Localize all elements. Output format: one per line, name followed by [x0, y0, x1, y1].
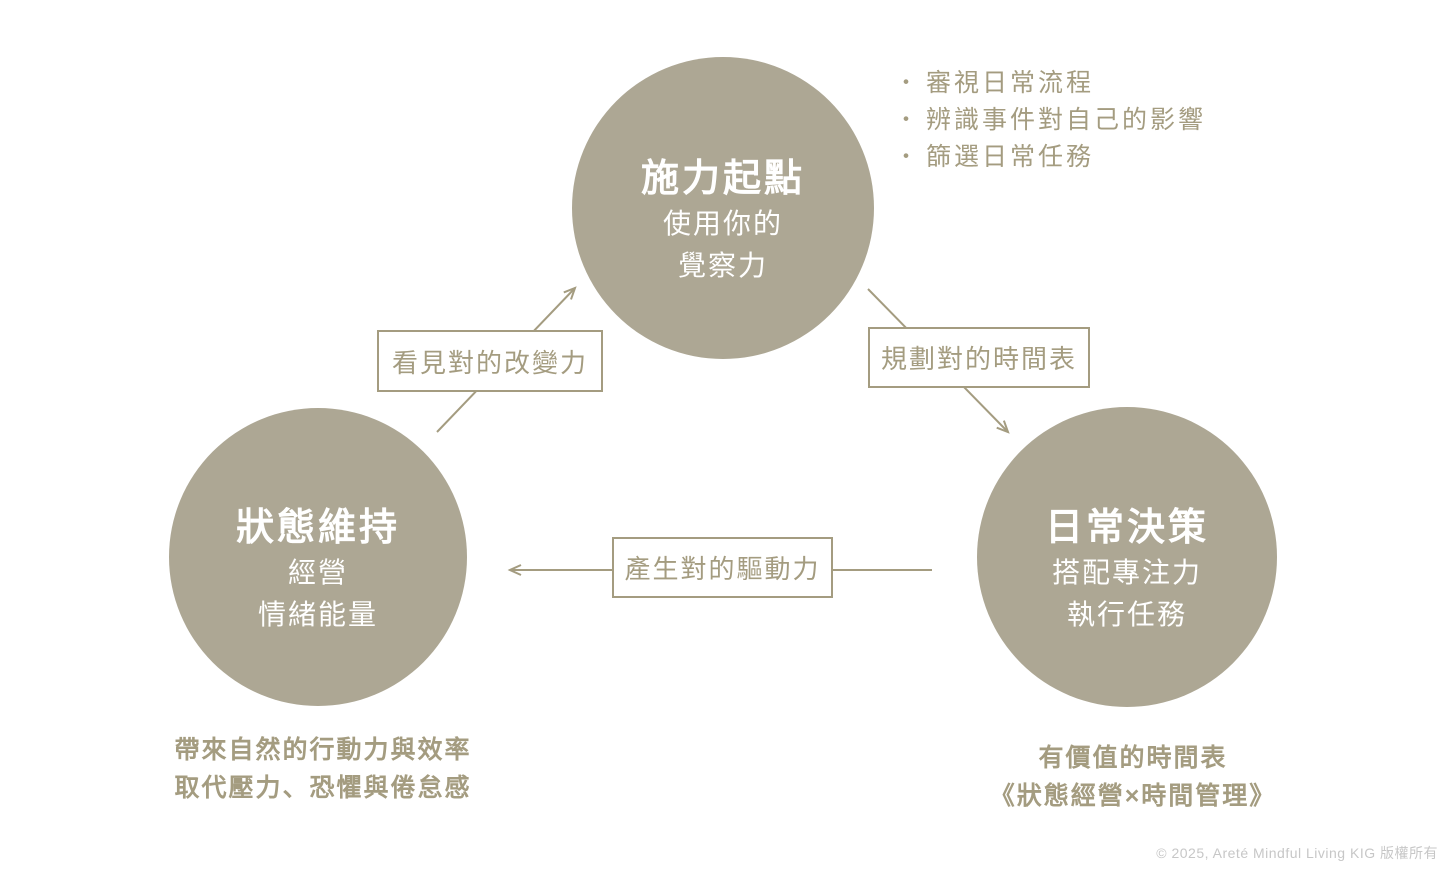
footnote-line: 取代壓力、恐懼與倦怠感 [174, 774, 472, 802]
node-subtitle-line1: 使用你的 [662, 208, 783, 239]
bullet-item: 審視日常流程 [895, 62, 1206, 99]
node-subtitle-line2: 執行任務 [1066, 599, 1187, 630]
footnote-line: 有價值的時間表 [1038, 744, 1228, 772]
node-state-maintain-text: 狀態維持 經營 情緒能量 [236, 504, 400, 636]
connector-label-start-to-decision: 規劃對的時間表 [868, 327, 1090, 388]
node-effort-start: 施力起點 使用你的 覺察力 [572, 57, 874, 359]
node-title: 日常決策 [1044, 507, 1209, 549]
awareness-bullet-list: 審視日常流程 辨識事件對自己的影響 篩選日常任務 [895, 62, 1206, 173]
node-subtitle-line1: 經營 [287, 557, 348, 588]
node-daily-decision-text: 日常決策 搭配專注力 執行任務 [1045, 504, 1209, 636]
footnote-daily-decision: 有價值的時間表 《狀態經營×時間管理》 [958, 739, 1308, 815]
copyright-text: © 2025, Areté Mindful Living KIG 版權所有 [1156, 845, 1438, 861]
node-subtitle-line1: 搭配專注力 [1051, 557, 1202, 588]
node-subtitle-line2: 覺察力 [677, 250, 768, 281]
footnote-line: 帶來自然的行動力與效率 [174, 736, 472, 764]
node-title: 狀態維持 [235, 507, 400, 549]
node-subtitle-line2: 情緒能量 [257, 599, 378, 630]
connector-label-text: 產生對的驅動力 [624, 554, 821, 584]
connector-label-text: 規劃對的時間表 [880, 344, 1077, 374]
connector-label-maintain-to-start: 看見對的改變力 [377, 330, 603, 392]
connector-label-text: 看見對的改變力 [391, 347, 588, 378]
footnote-state-maintain: 帶來自然的行動力與效率 取代壓力、恐懼與倦怠感 [148, 731, 498, 807]
bullet-item: 辨識事件對自己的影響 [895, 99, 1206, 136]
node-title: 施力起點 [640, 158, 805, 200]
bullet-item: 篩選日常任務 [895, 136, 1206, 173]
footnote-line: 《狀態經營×時間管理》 [989, 782, 1277, 810]
connector-label-decision-to-maintain: 產生對的驅動力 [612, 537, 833, 598]
node-state-maintain: 狀態維持 經營 情緒能量 [169, 408, 467, 706]
node-daily-decision: 日常決策 搭配專注力 執行任務 [977, 407, 1277, 707]
node-effort-start-text: 施力起點 使用你的 覺察力 [641, 155, 805, 287]
